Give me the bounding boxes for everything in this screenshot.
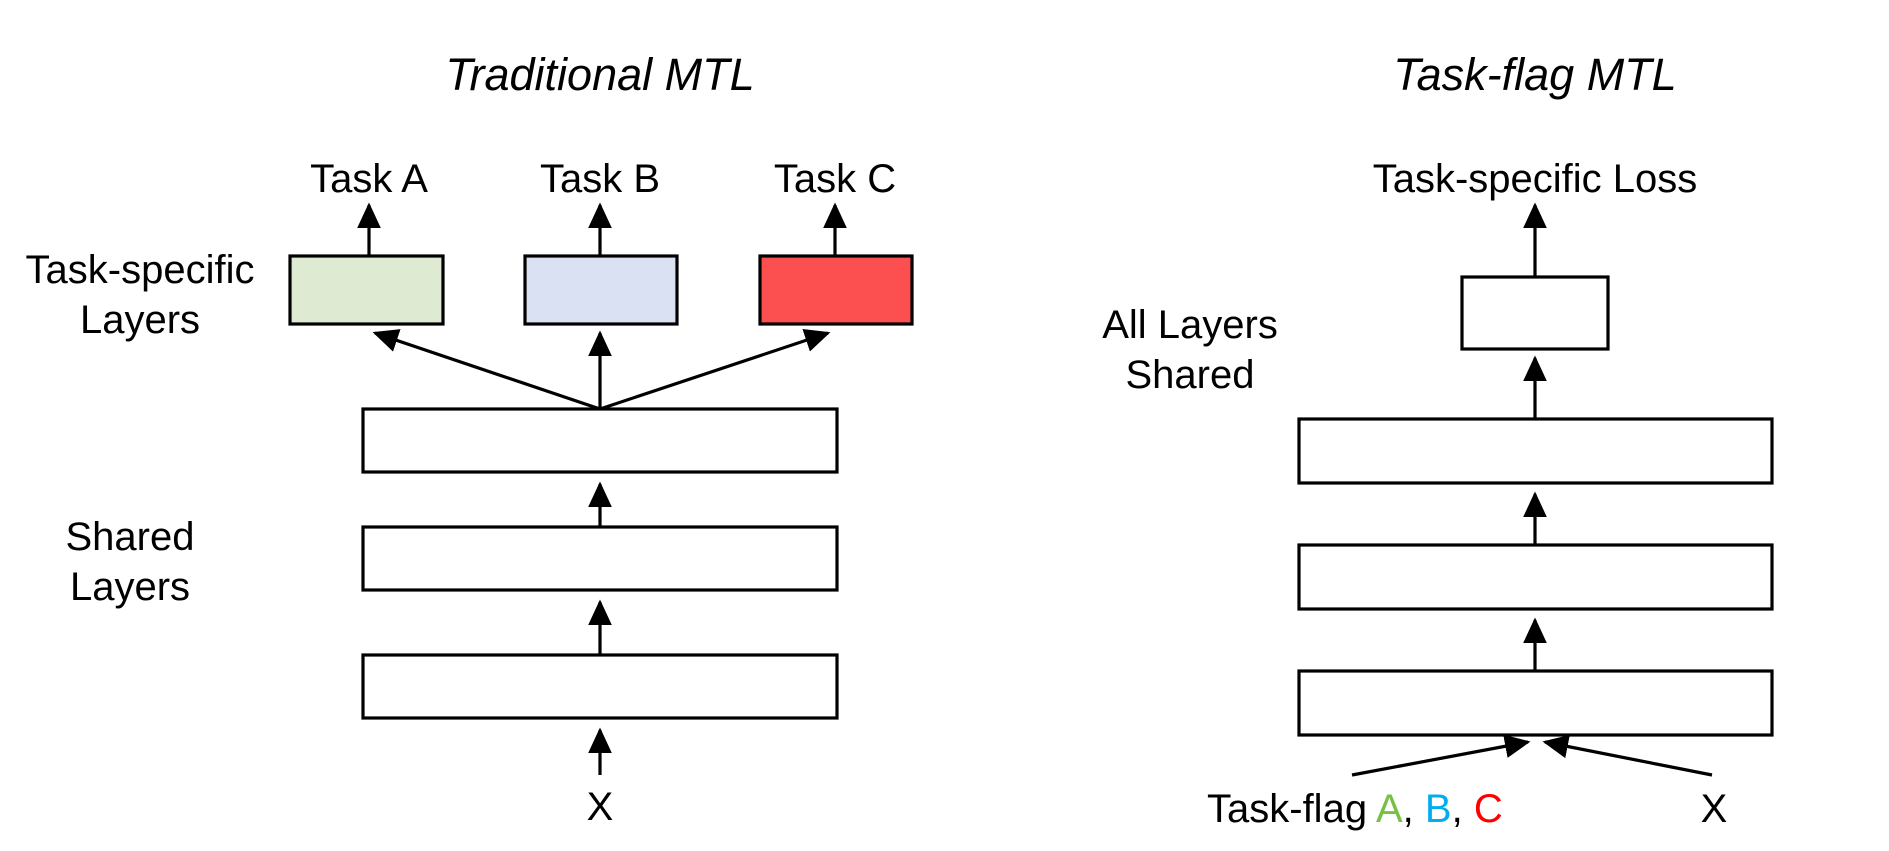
- task-specific-loss-label: Task-specific Loss: [1373, 157, 1698, 201]
- task-flag-b: B: [1425, 787, 1452, 831]
- task-flag-sep-2: ,: [1452, 787, 1474, 831]
- task-a-layer-box: [288, 254, 445, 326]
- task-specific-layers-label-line1: Task-specific: [26, 248, 255, 292]
- all-layers-shared-label-line1: All Layers: [1102, 303, 1278, 347]
- left-panel: Traditional MTL Task A Task B Task C Tas…: [26, 49, 914, 829]
- task-flag-c: C: [1474, 787, 1503, 831]
- all-layers-shared-label-line2: Shared: [1126, 353, 1255, 397]
- right-input-label: X: [1701, 787, 1728, 831]
- right-panel: Task-flag MTL Task-specific Loss All Lay…: [1102, 49, 1774, 831]
- shared-layers-label-line2: Layers: [70, 565, 190, 609]
- left-panel-title: Traditional MTL: [445, 49, 754, 100]
- right-panel-title: Task-flag MTL: [1393, 49, 1676, 100]
- task-a-output-label: Task A: [310, 157, 428, 201]
- arrow-x-to-shared-1: [1542, 734, 1713, 777]
- right-shared-layer-1-box: [1297, 669, 1774, 737]
- left-input-label: X: [587, 785, 614, 829]
- left-shared-layer-3-box: [361, 407, 839, 474]
- task-flag-input-label: Task-flag A, B, C: [1207, 787, 1503, 831]
- task-flag-a: A: [1376, 787, 1403, 831]
- right-shared-layer-2-box: [1297, 543, 1774, 611]
- task-b-layer-box: [523, 254, 679, 326]
- task-flag-sep-1: ,: [1403, 787, 1425, 831]
- left-shared-layer-1-box: [361, 653, 839, 720]
- task-c-layer-box: [758, 254, 914, 326]
- shared-layers-label-line1: Shared: [66, 515, 195, 559]
- right-shared-layer-3-box: [1297, 417, 1774, 485]
- task-flag-prefix: Task-flag: [1207, 787, 1376, 831]
- arrow-shared-to-task-a: [372, 329, 601, 411]
- left-shared-layer-2-box: [361, 525, 839, 592]
- arrow-shared-to-task-c: [599, 329, 831, 411]
- task-b-output-label: Task B: [540, 157, 660, 201]
- task-c-output-label: Task C: [774, 157, 896, 201]
- arrow-task-flag-to-shared-1: [1351, 734, 1531, 777]
- task-specific-layers-label-line2: Layers: [80, 298, 200, 342]
- task-specific-head-box: [1460, 275, 1610, 351]
